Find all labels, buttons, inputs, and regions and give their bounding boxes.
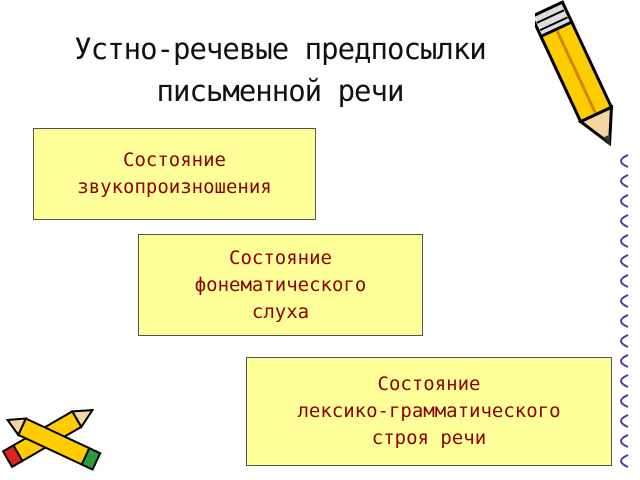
crossed-pencils-icon: [1, 409, 102, 471]
slide-title-line-1: Устно-речевые предпосылки: [74, 32, 487, 66]
slide-title-line-2: письменной речи: [156, 74, 405, 108]
card-3-line-2: лексико-грамматического: [297, 400, 561, 422]
card-2-line-1: Состояние: [229, 246, 332, 269]
card-lexical-grammatical: Состояние лексико-грамматического строя …: [246, 357, 612, 466]
card-3-line-3: строя речи: [371, 427, 487, 449]
card-2-line-2: фонематического: [194, 273, 367, 296]
slide-title: Устно-речевые предпосылки письменной реч…: [10, 28, 550, 112]
card-3-line-1: Состояние: [377, 373, 481, 395]
card-2-line-3: слуха: [251, 300, 310, 323]
card-1-line-1: Состояние: [123, 149, 226, 171]
card-phonemic-hearing: Состояние фонематического слуха: [138, 234, 423, 336]
card-1-line-2: звукопроизношения: [77, 176, 272, 198]
card-sound-pronunciation: Состояние звукопроизношения: [33, 128, 316, 220]
coil-binding-icon: [620, 154, 629, 468]
pencil-icon: [535, 0, 614, 147]
